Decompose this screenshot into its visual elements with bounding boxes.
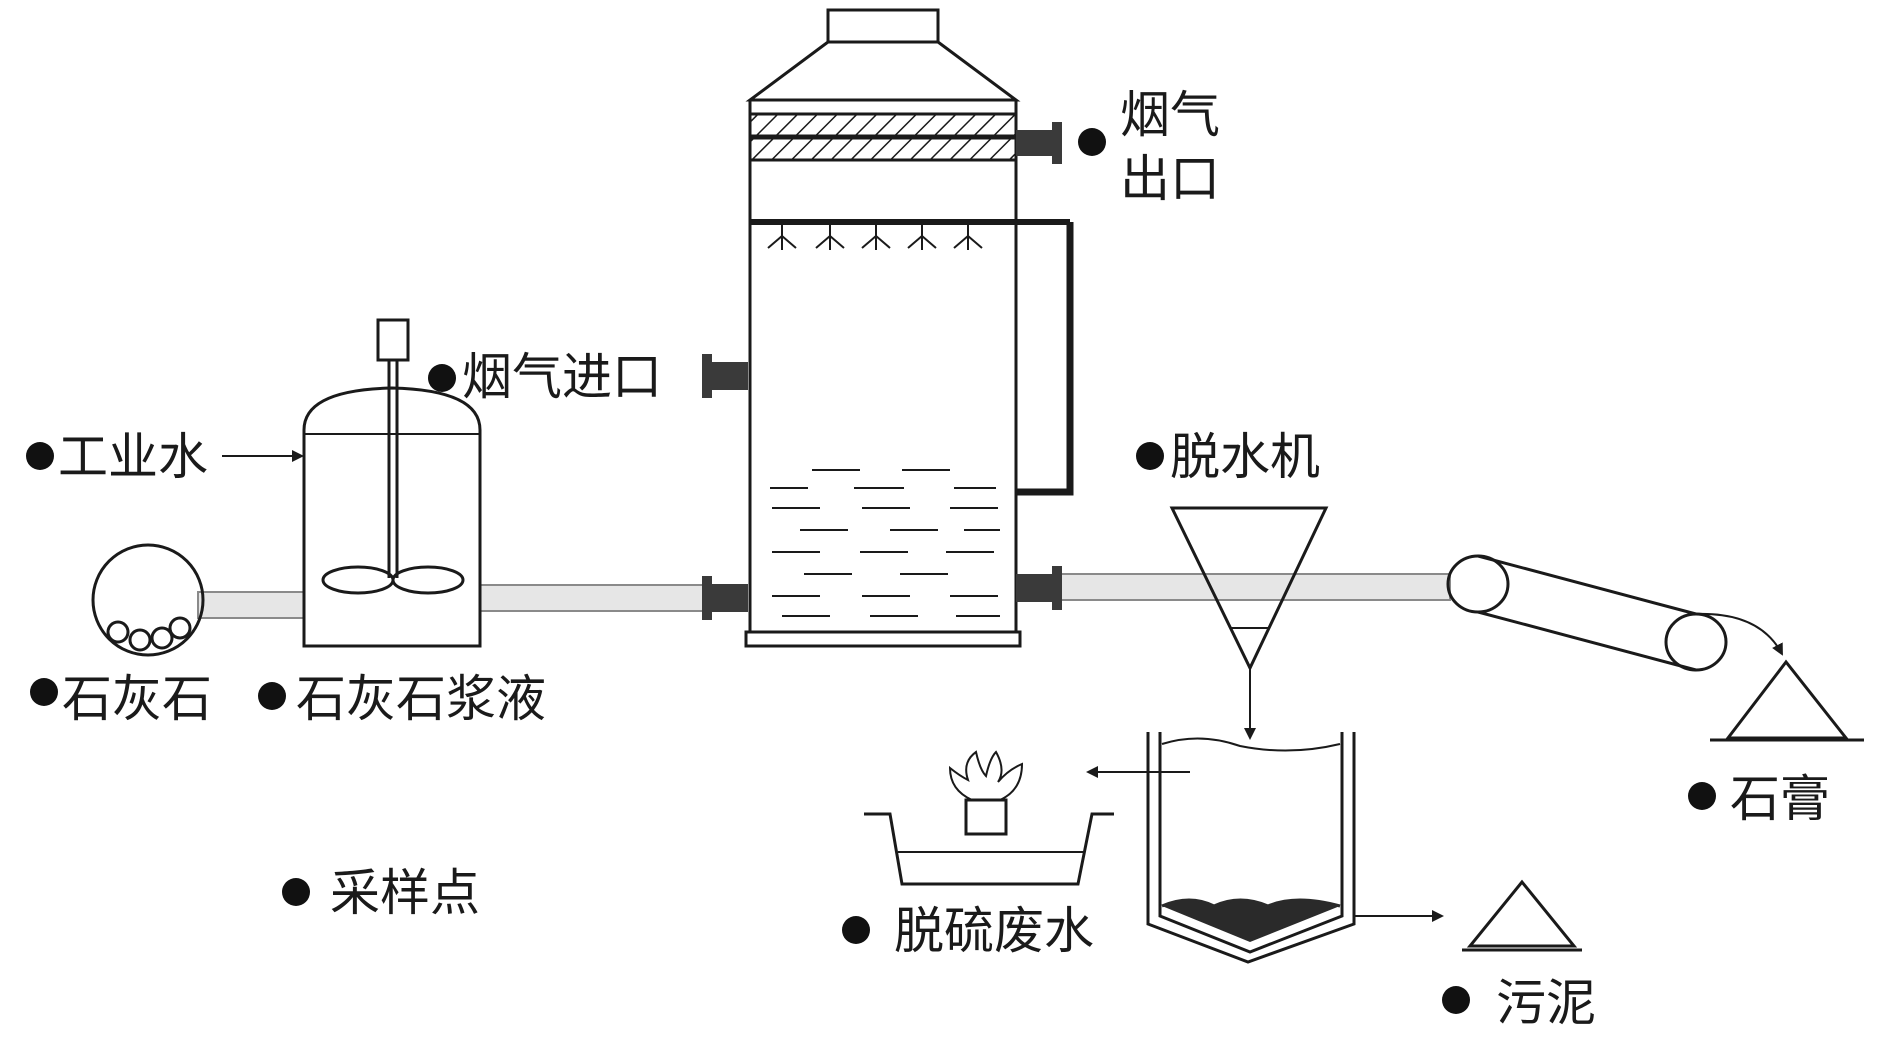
label-gypsum: 石膏 <box>1730 770 1830 828</box>
label-dewatering-machine: 脱水机 <box>1170 428 1320 486</box>
dewatering-funnel <box>1169 506 1329 740</box>
sampling-dot-sludge <box>1442 986 1470 1014</box>
label-sampling-point: 采样点 <box>330 864 480 922</box>
label-sludge: 污泥 <box>1496 974 1596 1032</box>
absorber-tower <box>702 8 1074 648</box>
sampling-dot-outlet <box>1078 128 1106 156</box>
sampling-dot-water <box>26 442 54 470</box>
belt-conveyor <box>1446 554 1783 672</box>
label-limestone-slurry: 石灰石浆液 <box>296 670 546 728</box>
sampling-dots <box>26 128 1716 1014</box>
sampling-dot-slurry <box>258 682 286 710</box>
sampling-dot-dewater <box>1136 442 1164 470</box>
sampling-dot-limestone <box>30 678 58 706</box>
spray-header <box>750 219 1070 250</box>
labels: 烟气 出口 烟气进口 工业水 石灰石 石灰石浆液 脱水机 石膏 采样点 脱硫废水… <box>58 86 1830 1032</box>
sampling-dot-wastewater <box>842 916 870 944</box>
slurry-tank <box>302 318 482 648</box>
label-industrial-water: 工业水 <box>58 428 208 486</box>
slurry-liquid-lines <box>770 469 1000 617</box>
gypsum-pile <box>1710 659 1864 742</box>
label-desulfurization-wastewater: 脱硫废水 <box>894 902 1094 960</box>
recirculation-line <box>1016 222 1074 496</box>
sampling-dot-gypsum <box>1688 782 1716 810</box>
sampling-dot-legend <box>282 878 310 906</box>
limestone-feeder <box>91 543 205 657</box>
settling-tank <box>1086 732 1444 964</box>
label-flue-gas-inlet: 烟气进口 <box>462 348 662 406</box>
label-flue-gas-outlet-1: 烟气 <box>1120 86 1220 144</box>
demister-layers <box>748 112 1018 162</box>
label-limestone: 石灰石 <box>62 670 212 728</box>
slurry-pipe <box>197 584 711 619</box>
sampling-dot-inlet <box>428 364 456 392</box>
sludge-pile <box>1462 879 1582 952</box>
gypsum-pipe <box>1059 573 1451 601</box>
nozzle-flanges <box>702 122 1062 620</box>
label-flue-gas-outlet-2: 出口 <box>1120 150 1220 208</box>
wastewater-basin <box>864 750 1114 886</box>
